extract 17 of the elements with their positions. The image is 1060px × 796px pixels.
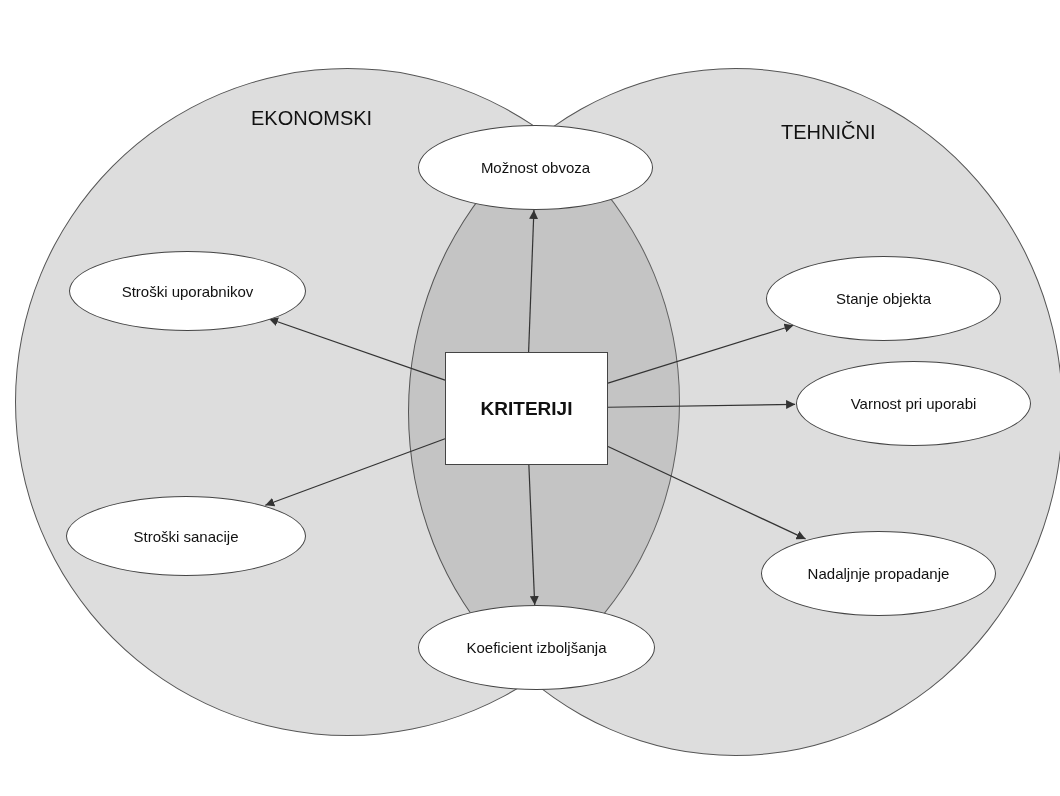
criterion-ellipse: Stanje objekta — [766, 256, 1001, 341]
arrow — [607, 445, 807, 540]
criterion-ellipse: Možnost obvoza — [418, 125, 653, 210]
criteria-box: KRITERIJI — [445, 352, 608, 465]
criterion-ellipse: Stroški sanacije — [66, 496, 306, 576]
arrow — [607, 399, 796, 409]
arrow — [528, 464, 539, 606]
criterion-ellipse: Nadaljnje propadanje — [761, 531, 996, 616]
arrow — [268, 317, 446, 381]
arrow — [264, 438, 446, 507]
circle-heading: EKONOMSKI — [251, 107, 373, 130]
criterion-ellipse: Varnost pri uporabi — [796, 361, 1031, 446]
circle-heading: TEHNIČNI — [781, 121, 876, 144]
arrow — [528, 209, 539, 353]
arrow — [607, 323, 795, 384]
criterion-ellipse: Koeficient izboljšanja — [418, 605, 655, 690]
criterion-ellipse: Stroški uporabnikov — [69, 251, 306, 331]
